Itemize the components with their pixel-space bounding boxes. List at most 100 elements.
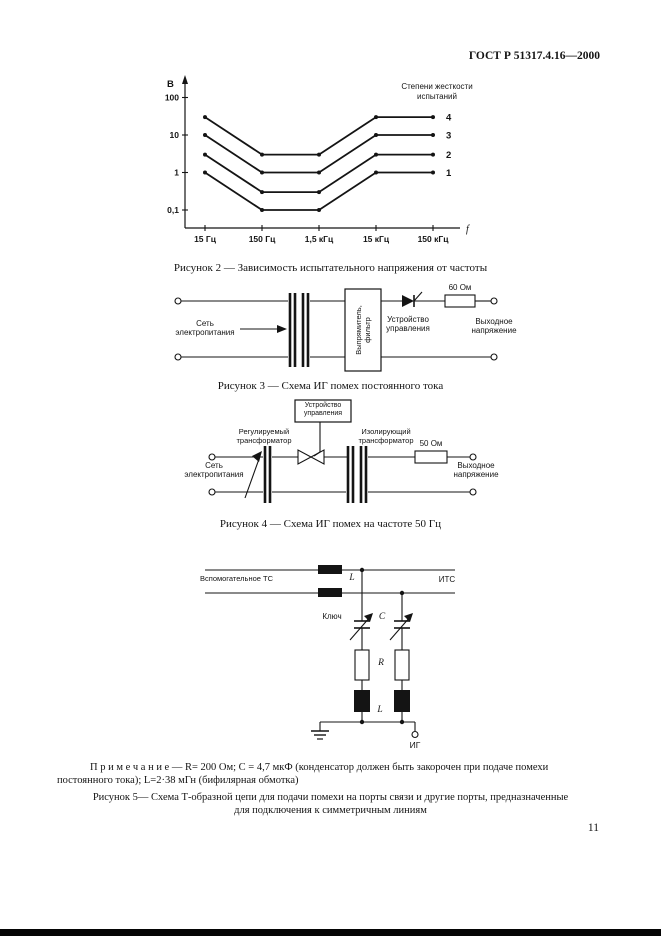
figure5-switch-label: Ключ — [322, 612, 342, 621]
figure5-generator-label: ИГ — [409, 740, 421, 750]
figure4-resistor-label: 50 Ом — [419, 439, 443, 448]
chart-y-tick-label: 1 — [174, 168, 179, 178]
chart-series-point — [317, 190, 321, 195]
figure2-caption: Рисунок 2 — Зависимость испытательного н… — [173, 262, 488, 274]
figure3-wires — [174, 288, 498, 372]
chart-series-point — [203, 152, 207, 157]
figure3-control-label: Устройство управления — [386, 315, 430, 334]
resistor-icon — [444, 294, 476, 308]
inductor-winding-icon — [394, 690, 410, 712]
figure3-rectifier-label: Выпрямитель, фильтр — [354, 305, 372, 355]
figure4-caption: Рисунок 4 — Схема ИГ помех на частоте 50… — [219, 518, 442, 530]
input-terminal-icon — [208, 453, 216, 461]
figure4-schematic-svg — [208, 399, 477, 503]
figure5-schematic-svg — [205, 565, 455, 740]
output-terminal-icon — [469, 488, 477, 496]
chart-series-point — [203, 170, 207, 175]
resistor-icon — [354, 649, 370, 681]
input-terminal-icon — [208, 488, 216, 496]
chart-series-point — [431, 152, 435, 157]
chart-series-point — [374, 170, 378, 175]
figure5-caption-line-2: для подключения к симметричным линиям — [234, 805, 427, 816]
page-number: 11 — [587, 822, 599, 834]
figure5-eut-label: ИТС — [438, 575, 456, 584]
chart-x-tick-label: 15 Гц — [194, 234, 217, 244]
figure5-note: П р и м е ч а н и е — R= 200 Ом; C = 4,7… — [57, 761, 606, 787]
figure3-output-label: Выходное напряжение — [471, 317, 517, 336]
chart-series-point — [203, 133, 207, 137]
chart-series-label-4: 4 — [446, 113, 452, 124]
note-line-2: постоянного тока); L=2·38 мГн (бифилярна… — [57, 775, 299, 786]
figure4-output-label: Выходное напряжение — [453, 461, 499, 480]
figure3-mains-label: Сеть электропитания — [175, 319, 235, 338]
figure4-regulating-transformer-label: Регулируемый трансформатор — [236, 427, 292, 445]
figure5-resistor-label: R — [378, 658, 384, 668]
chart-series-point — [374, 152, 378, 157]
figure4-wires — [208, 399, 477, 503]
figure3-caption: Рисунок 3 — Схема ИГ помех постоянного т… — [217, 380, 444, 392]
figure5-inductor-bottom-label: L — [377, 705, 383, 715]
output-terminal-icon — [469, 453, 477, 461]
chart-series-point — [260, 170, 264, 175]
document-header: ГОСТ Р 51317.4.16—2000 — [468, 50, 600, 62]
output-terminal-icon — [490, 297, 498, 305]
note-line-1: П р и м е ч а н и е — R= 200 Ом; C = 4,7… — [90, 762, 549, 773]
figure5-caption: Рисунок 5— Схема Т-образной цепи для под… — [0, 791, 661, 817]
chart-x-axis-label: f — [466, 224, 470, 235]
figure4-mains-label: Сеть электропитания — [184, 461, 244, 480]
generator-terminal-icon — [411, 730, 419, 739]
chart-series-label-3: 3 — [446, 131, 451, 142]
thyristor-icon — [402, 295, 414, 307]
variac-arrow-icon — [252, 451, 262, 462]
figure5-wires — [205, 565, 455, 740]
rectifier-filter-box — [344, 288, 382, 372]
figure4-isolating-transformer-label: Изолирующий трансформатор — [358, 427, 414, 445]
chart-y-tick-label: 0,1 — [167, 205, 179, 215]
triac-icon — [309, 449, 325, 465]
control-device-box — [294, 399, 352, 423]
chart-x-tick-label: 15 кГц — [363, 234, 390, 244]
chart-series-point — [203, 115, 207, 120]
chart-series-point — [317, 152, 321, 157]
chart-x-tick-label: 1,5 кГц — [305, 234, 334, 244]
chart-legend-title: Степени жесткости испытаний — [401, 82, 473, 101]
figure4-schematic: Устройство управления Регулируемый транс… — [170, 398, 510, 513]
inductor-winding-icon — [318, 588, 342, 597]
scan-edge-artifact — [0, 929, 661, 936]
chart-y-tick-label: 100 — [165, 93, 179, 103]
figure3-resistor-label: 60 Ом — [448, 283, 472, 292]
chart-series-point — [317, 170, 321, 175]
chart-x-tick-label: 150 кГц — [418, 234, 450, 244]
chart-series-point — [260, 152, 264, 157]
chart-series-point — [260, 190, 264, 195]
figure5-capacitor-label: C — [378, 612, 386, 622]
chart-series-point — [260, 208, 264, 212]
chart-y-axis-label: В — [167, 79, 174, 90]
chart-series-point — [431, 133, 435, 137]
chart-series-point — [431, 115, 435, 120]
chart-y-tick-label: 10 — [170, 130, 180, 140]
chart-series-point — [431, 170, 435, 175]
inductor-winding-icon — [354, 690, 370, 712]
figure4-control-label: Устройство управления — [303, 402, 343, 418]
variac-arrow-icon — [277, 325, 287, 333]
inductor-winding-icon — [318, 565, 342, 574]
figure3-schematic-svg — [174, 288, 498, 372]
figure5-schematic: Вспомогательное ТС ИТС L Ключ C R L ИГ — [180, 550, 480, 755]
figure2-chart-svg: Вf 15 Гц 150 Гц 1,5 кГц 15 кГц 150 кГц 100 10 1 0… — [165, 75, 470, 244]
chart-series-label-1: 1 — [446, 168, 452, 179]
figure3-schematic: Сеть электропитания Выпрямитель, фильтр … — [140, 283, 530, 378]
input-terminal-icon — [174, 353, 182, 361]
figure5-aux-te-label: Вспомогательное ТС — [200, 574, 274, 583]
triac-icon — [297, 449, 313, 465]
chart-y-axis-arrow-icon — [182, 75, 188, 84]
input-terminal-icon — [174, 297, 182, 305]
switch-arrow-icon — [404, 613, 413, 622]
junction-dot-icon — [399, 719, 405, 725]
chart-series-label-2: 2 — [446, 150, 451, 161]
switch-arrow-icon — [364, 613, 373, 622]
figure5-inductor-top-label: L — [349, 573, 355, 583]
resistor-icon — [414, 450, 448, 464]
chart-x-tick-label: 150 Гц — [249, 234, 276, 244]
